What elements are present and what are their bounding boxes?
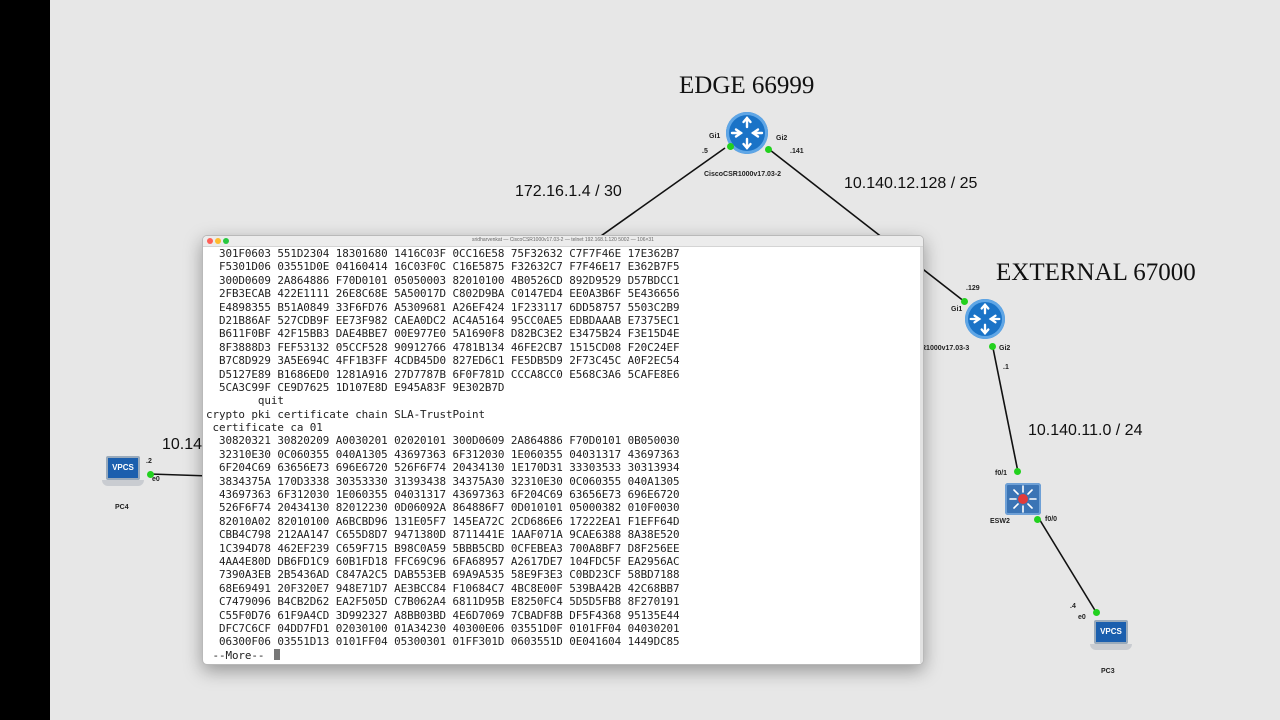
terminal-line: E4898355 B51A0849 33F6FD76 A5309681 A26E… [206,300,680,314]
terminal-line: 6F204C69 63656E73 696E6720 526F6F74 2043… [206,461,680,475]
terminal-line: 1C394D78 462EF239 C659F715 B98C0A59 5BBB… [206,541,680,555]
terminal-line: 32310E30 0C060355 040A1305 43697363 6F31… [206,447,680,461]
pc4-e0-status [147,471,154,478]
external-router-hostname: R1000v17.03-3 [921,345,970,352]
terminal-line: 301F0603 551D2304 18301680 1416C03F 0CC1… [206,247,680,260]
terminal-line: DFC7C6CF 04DD7FD1 02030100 01A34230 4030… [206,621,680,635]
pc3-iface: e0 [1078,614,1086,621]
link-label-edge-external: 10.140.12.128 / 25 [844,175,978,192]
external-gi1-addr: .129 [966,285,980,292]
pc4-icon[interactable]: VPCS [102,456,144,488]
zoom-window-button[interactable] [223,238,229,244]
terminal-line: D21B86AF 527CDB9F EE73F982 CAEA0DC2 AC4A… [206,313,680,327]
esw2-f00-status [1034,516,1041,523]
pc3-name: PC3 [1101,668,1115,675]
pc3-e0-status [1093,609,1100,616]
esw2-f01-status [1014,468,1021,475]
terminal-line: 7390A3EB 2B5436AD C847A2C5 DAB553EB 69A9… [206,568,680,582]
terminal-line: 43697363 6F312030 1E060355 04031317 4369… [206,488,680,502]
pc3-icon[interactable]: VPCS [1090,620,1132,652]
terminal-titlebar[interactable]: sridharvenkat — CiscoCSR1000v17.03-2 — t… [203,236,923,247]
terminal-line: crypto pki certificate chain SLA-TrustPo… [206,407,485,421]
terminal-cursor [273,648,280,660]
terminal-title: sridharvenkat — CiscoCSR1000v17.03-2 — t… [472,237,654,243]
link-external-esw2 [992,347,1019,473]
pc4-iface: e0 [152,476,160,483]
terminal-line: C55F0D76 61F9A4CD 3D992327 A8BB03BD 4E6D… [206,608,680,622]
edge-gi2-addr: .141 [790,148,804,155]
pc4-addr: .2 [146,458,152,465]
terminal-line: F5301D06 03551D0E 04160414 16C03F0C C16E… [206,260,680,274]
terminal-line: C7479096 B4CB2D62 EA2F505D C7B062A4 6811… [206,595,680,609]
edge-gi2-status [765,146,772,153]
edge-gi2-label: Gi2 [776,135,788,142]
pc4-name: PC4 [115,504,129,511]
terminal-line: 526F6F74 20434130 82012230 0D06092A 8648… [206,501,680,515]
as-edge-title: EDGE 66999 [679,72,815,99]
terminal-line: D5127E89 B1686ED0 1281A916 27D7787B 6F0F… [206,367,680,381]
esw2-f00-label: f0/0 [1045,516,1058,523]
close-window-button[interactable] [207,238,213,244]
pc4-screen-label: VPCS [106,456,140,480]
pc3-base [1090,644,1132,650]
link-label-pc4: 10.14 [162,436,203,453]
external-gi2-label: Gi2 [999,345,1011,352]
left-black-bar [0,0,50,720]
as-external-title: EXTERNAL 67000 [996,259,1196,286]
terminal-output[interactable]: 301F0603 551D2304 18301680 1416C03F 0CC1… [206,247,917,662]
pc3-screen-label: VPCS [1094,620,1128,644]
terminal-line: B611F0BF 42F15BB3 DAE4BBE7 00E977E0 5A16… [206,327,680,341]
terminal-line: 5CA3C99F CE9D7625 1D107E8D E945A83F 9E30… [206,380,505,394]
terminal-line: 3834375A 170D3338 30353330 31393438 3437… [206,474,680,488]
external-router-icon[interactable] [965,299,1005,339]
esw2-switch-icon[interactable] [1005,483,1041,515]
link-esw2-pc3 [1037,516,1097,613]
link-label-edge-left: 172.16.1.4 / 30 [515,183,622,200]
terminal-line: 2FB3ECAB 422E1111 26E8C68E 5A50017D C802… [206,287,680,301]
terminal-line: 06300F06 03551D13 0101FF04 05300301 01FF… [206,635,680,649]
terminal-line: 68E69491 20F320E7 948E71D7 AE3BCC84 F106… [206,581,680,595]
terminal-line: CBB4C798 212AA147 C655D8D7 9471380D 8711… [206,528,680,542]
terminal-window[interactable]: sridharvenkat — CiscoCSR1000v17.03-2 — t… [202,235,924,665]
terminal-line: 300D0609 2A864886 F70D0101 05050003 8201… [206,273,680,287]
external-gi1-status [961,298,968,305]
external-gi2-addr: .1 [1003,364,1009,371]
link-edge-external [769,149,966,303]
edge-gi1-addr: .5 [702,148,708,155]
edge-gi1-status [727,143,734,150]
pc4-base [102,480,144,486]
minimize-window-button[interactable] [215,238,221,244]
esw2-name: ESW2 [990,518,1010,525]
edge-router-hostname: CiscoCSR1000v17.03-2 [704,171,782,178]
more-prompt: --More-- [206,648,917,662]
esw2-f01-label: f0/1 [995,470,1008,477]
external-gi2-status [989,343,996,350]
terminal-line: 30820321 30820209 A0030201 02020101 300D… [206,434,680,448]
terminal-line: B7C8D929 3A5E694C 4FF1B3FF 4CDB45D0 827E… [206,354,680,368]
terminal-line: 4AA4E80D DB6FD1C9 60B1FD18 FFC69C96 6FA6… [206,554,680,568]
link-pc4 [149,473,211,477]
pc3-addr: .4 [1070,603,1076,610]
terminal-line: certificate ca 01 [206,421,323,435]
terminal-line: 82010A02 82010100 A6BCBD96 131E05F7 145E… [206,514,680,528]
link-label-external-esw2: 10.140.11.0 / 24 [1028,422,1143,439]
terminal-scrollbar[interactable] [920,247,923,663]
terminal-line: 8F3888D3 FEF53132 05CCF528 90912766 4781… [206,340,680,354]
external-gi1-label: Gi1 [951,306,963,313]
terminal-line: quit [206,394,284,408]
edge-gi1-label: Gi1 [709,133,721,140]
